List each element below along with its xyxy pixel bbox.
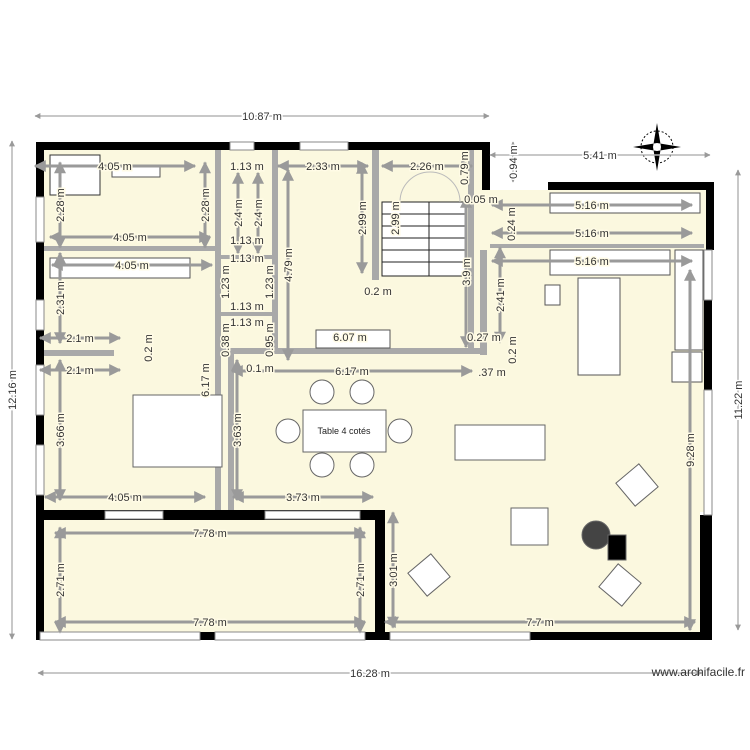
sofa (454, 424, 546, 461)
dimension-label: 6.17 m (200, 363, 212, 397)
dimension-label: 1.13 m (230, 161, 264, 173)
dimension-label: 7.78 m (193, 528, 227, 540)
dimension-label: .37 m (478, 367, 506, 379)
dimension-labels: 10.87 m 16.28 m 12.16 m 11.22 m 5.41 m 0.94 m… (6, 110, 747, 682)
dimension-label: 0.24 m (506, 207, 518, 241)
dimension-label: 2.71 m (55, 563, 67, 597)
dimension-label: 1.23 m (220, 265, 232, 299)
dimension-label: 0.1 m (246, 363, 274, 375)
dimension-label: 11.22 m (733, 381, 745, 420)
dimension-label: 2.33 m (306, 161, 340, 173)
dimension-label: 3.66 m (55, 413, 67, 447)
dimension-label: 4.05 m (113, 232, 147, 244)
dimension-label: 5.16 m (575, 200, 609, 212)
dimension-label: 3.9 m (461, 258, 473, 286)
dimension-label: 0.2 m (364, 286, 392, 298)
coffee-table (510, 507, 549, 546)
dimension-label: 0.2 m (507, 336, 519, 364)
dimension-lines (9, 113, 741, 676)
dimension-label: 2.1 m (66, 365, 94, 377)
dimension-label: 5.16 m (575, 228, 609, 240)
dimension-label: 3.73 m (286, 492, 320, 504)
dimension-label: 5.41 m (583, 150, 617, 162)
dimension-label: 0.38 m (220, 323, 232, 357)
dimension-label: 10.87 m (242, 111, 282, 123)
bed (132, 394, 223, 468)
dimension-label: 12.16 m (7, 370, 19, 410)
armchair (407, 553, 451, 597)
dimension-label: 5.16 m (575, 256, 609, 268)
dimension-label: 1.13 m (230, 253, 264, 265)
dimension-label: 6.17 m (335, 366, 369, 378)
dimension-label: 0.79 m (459, 151, 471, 185)
dimension-label: 2.4 m (233, 199, 245, 227)
compass-rose-icon (633, 123, 681, 171)
credit-text: www.archifacile.fr (651, 665, 745, 679)
dimension-label: 1.13 m (230, 317, 264, 329)
dimension-label: 0.94 m (508, 145, 520, 179)
dimension-label: 2.28 m (55, 188, 67, 222)
dimension-label: 1.23 m (264, 265, 276, 299)
table-label: Table 4 cotés (317, 426, 371, 436)
dimension-label: 16.28 m (350, 668, 390, 680)
dimension-label: 3.01 m (388, 553, 400, 587)
armchair (615, 463, 659, 507)
dining-table (302, 409, 387, 453)
dimension-label: 9.28 m (685, 433, 697, 467)
dimension-label: 2.28 m (200, 188, 212, 222)
dimension-label: 2.4 m (253, 199, 265, 227)
dimension-label: 0.95 m (264, 323, 276, 357)
dimension-label: 2.26 m (410, 161, 444, 173)
dimension-label: 1.13 m (230, 235, 264, 247)
dimension-label: 2.99 m (390, 201, 402, 235)
dimension-label: 6.07 m (333, 332, 367, 344)
dimension-label: 0.27 m (467, 332, 501, 344)
dimension-label: 4.05 m (98, 161, 132, 173)
dimension-label: 2.99 m (357, 201, 369, 235)
dimension-label: 1.13 m (230, 301, 264, 313)
dimension-label: 0.2 m (143, 334, 155, 362)
dimension-label: 4.05 m (115, 260, 149, 272)
staircase (381, 171, 467, 277)
stove (581, 520, 611, 550)
dimension-label: 0.05 m (464, 194, 498, 206)
furniture (132, 379, 659, 607)
dimension-label: 4.79 m (283, 248, 295, 282)
armchair (598, 563, 642, 607)
dimension-label: 2.31 m (55, 281, 67, 315)
dimension-label: 2.71 m (355, 563, 367, 597)
dimension-label: 4.05 m (108, 492, 142, 504)
windows (35, 141, 713, 641)
dimension-label: 3.63 m (232, 413, 244, 447)
dimension-label: 2.1 m (66, 333, 94, 345)
dimension-label: 7.78 m (193, 617, 227, 629)
dimension-label: 7.7 m (526, 617, 554, 629)
dimension-label: 2.41 m (495, 278, 507, 312)
